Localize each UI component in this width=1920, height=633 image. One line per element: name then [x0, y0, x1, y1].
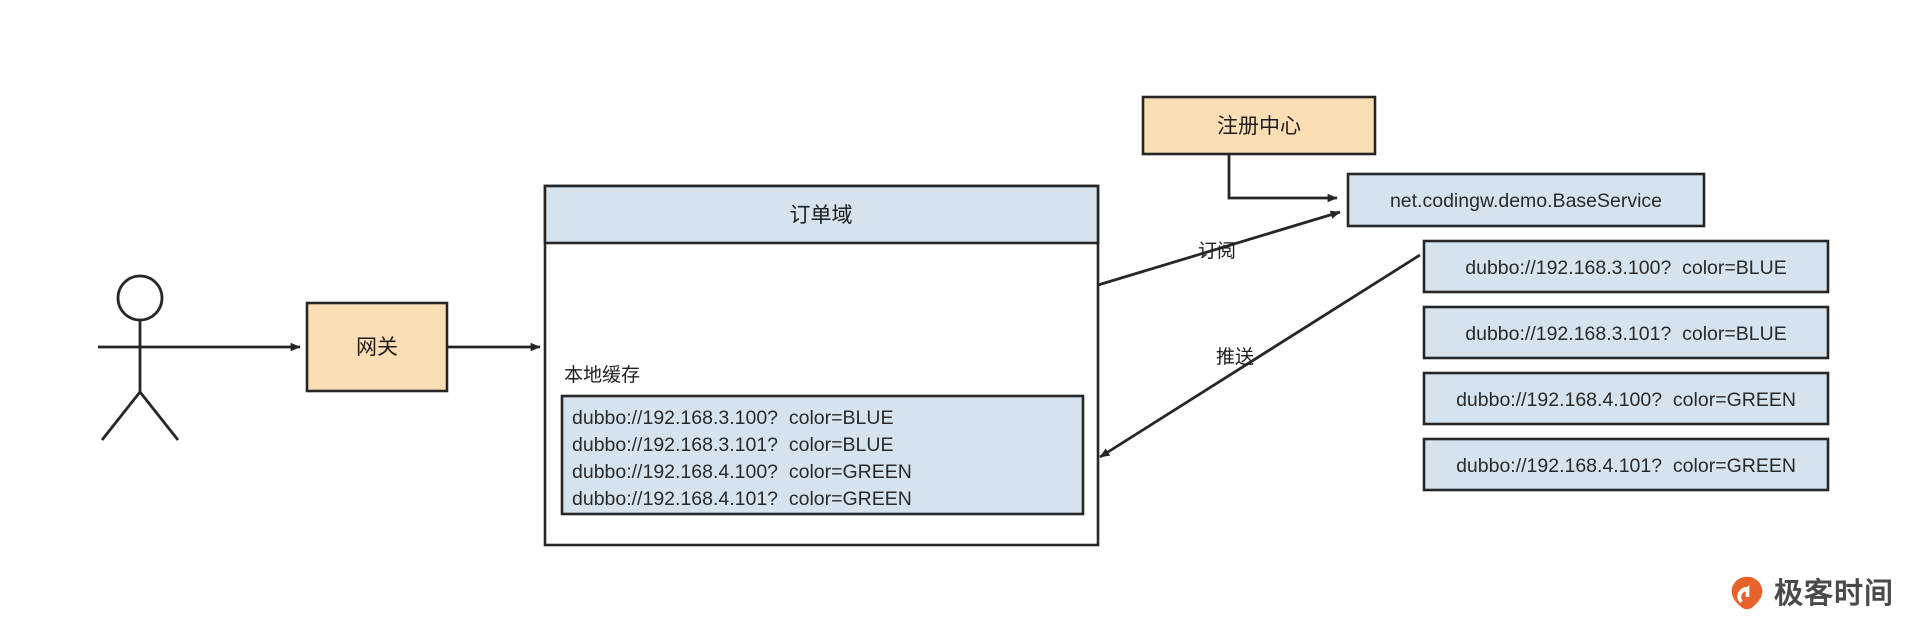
- service-box[interactable]: [1346, 172, 1706, 228]
- provider-item[interactable]: [1422, 305, 1830, 360]
- gateway-label: 网关: [356, 335, 398, 359]
- service-label: net.codingw.demo.BaseService: [1390, 190, 1662, 212]
- geektime-logo-icon: [1729, 575, 1765, 611]
- registry-node[interactable]: 注册中心: [1141, 95, 1377, 156]
- local-cache-entry: dubbo://192.168.4.100? color=GREEN: [572, 461, 912, 483]
- order-domain-header: [543, 184, 1100, 245]
- local-cache-entry: dubbo://192.168.3.101? color=BLUE: [572, 434, 893, 456]
- gateway-node[interactable]: 网关: [305, 301, 449, 393]
- service-node[interactable]: net.codingw.demo.BaseService: [1346, 172, 1706, 228]
- provider-item[interactable]: [1422, 371, 1830, 426]
- actor-head-icon: [116, 274, 164, 322]
- edge-registry-to-service: [1227, 154, 1338, 203]
- local-cache-entry: dubbo://192.168.4.101? color=GREEN: [572, 488, 912, 510]
- registry-label: 注册中心: [1217, 114, 1301, 138]
- edge-subscribe: [1097, 210, 1341, 287]
- edge-subscribe-label: 订阅: [1198, 240, 1236, 262]
- edge-push-label: 推送: [1216, 346, 1254, 368]
- user-actor: [98, 274, 196, 441]
- provider-item-label: dubbo://192.168.4.100? color=GREEN: [1456, 389, 1796, 411]
- registry-box[interactable]: [1141, 95, 1377, 156]
- geektime-mark-svg: [1731, 576, 1763, 610]
- provider-item-label: dubbo://192.168.3.100? color=BLUE: [1465, 257, 1786, 279]
- edge-push: [1099, 253, 1421, 459]
- provider-item[interactable]: [1422, 239, 1830, 294]
- actor-leg-right-icon: [138, 391, 180, 441]
- order-domain-title: 订单域: [790, 203, 853, 227]
- local-cache-title: 本地缓存: [564, 364, 640, 386]
- brand-watermark: 极客时间: [1729, 575, 1894, 611]
- local-cache-box[interactable]: [560, 394, 1085, 516]
- provider-item[interactable]: [1422, 437, 1830, 492]
- provider-item-label: dubbo://192.168.4.101? color=GREEN: [1456, 455, 1796, 477]
- order-domain-node[interactable]: 订单域 本地缓存 dubbo://192.168.3.100? color=BL…: [543, 184, 1100, 547]
- actor-leg-left-icon: [100, 391, 142, 441]
- local-cache-entry: dubbo://192.168.3.100? color=BLUE: [572, 407, 893, 429]
- provider-list: dubbo://192.168.3.100? color=BLUE dubbo:…: [1422, 239, 1830, 492]
- brand-name: 极客时间: [1773, 575, 1894, 610]
- gateway-box[interactable]: [305, 301, 449, 393]
- provider-item-label: dubbo://192.168.3.101? color=BLUE: [1465, 323, 1786, 345]
